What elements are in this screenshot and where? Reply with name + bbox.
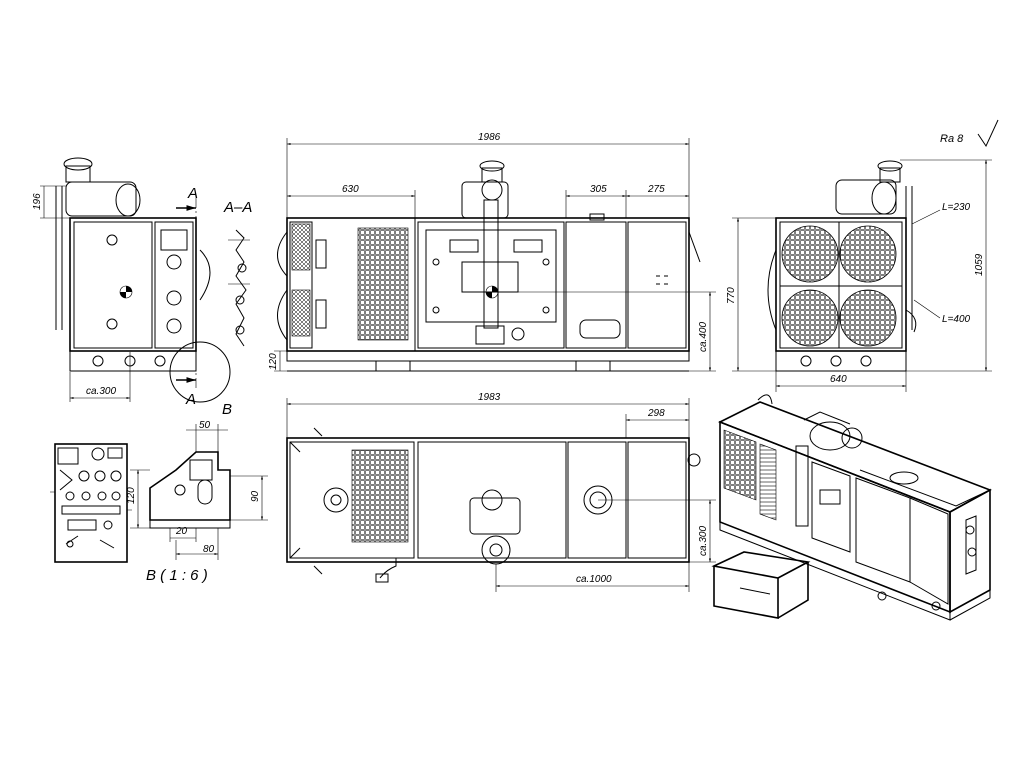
left-end-view: A A B 196 ca.300 <box>32 157 232 418</box>
dim-right-640: 640 <box>830 374 847 385</box>
top-view: 1983 298 ca.300 ca.1000 <box>286 392 716 592</box>
dim-right-l400: L=400 <box>942 314 971 325</box>
dim-right-1059: 1059 <box>974 253 985 276</box>
dim-front-630: 630 <box>342 184 359 195</box>
dim-front-ca400: ca.400 <box>698 322 709 352</box>
dim-det-20: 20 <box>175 526 188 537</box>
roughness-symbol: Ra 8 <box>940 119 999 148</box>
dim-right-l230: L=230 <box>942 202 971 213</box>
front-view: 1986 630 305 275 120 ca.400 <box>268 132 716 372</box>
dim-front-120: 120 <box>268 353 279 370</box>
dim-det-80: 80 <box>203 544 215 555</box>
dim-top-ca300: ca.300 <box>698 526 709 556</box>
section-a-a: A–A <box>223 199 252 347</box>
section-label: A–A <box>223 199 252 216</box>
detail-b: 50 120 90 20 80 B ( 1 : 6 ) <box>126 420 268 584</box>
dim-front-1986: 1986 <box>478 132 501 143</box>
dim-front-275: 275 <box>647 184 665 195</box>
dim-top-298: 298 <box>647 408 665 419</box>
roughness-label: Ra 8 <box>940 133 964 145</box>
isometric-view <box>711 394 992 621</box>
detail-label: B ( 1 : 6 ) <box>146 567 208 584</box>
dim-left-ca300: ca.300 <box>86 386 116 397</box>
detail-marker: B <box>222 401 232 418</box>
dim-front-305: 305 <box>590 184 607 195</box>
dim-det-120: 120 <box>126 487 137 504</box>
dim-det-90: 90 <box>250 490 261 502</box>
control-panel-view <box>50 443 132 563</box>
dim-top-1983: 1983 <box>478 392 501 403</box>
section-mark-bottom: A <box>185 391 196 408</box>
dim-right-770: 770 <box>726 287 737 304</box>
dim-left-196: 196 <box>32 193 43 210</box>
dim-top-ca1000: ca.1000 <box>576 574 612 585</box>
right-end-view: 770 1059 640 L=230 L=400 <box>726 159 992 392</box>
dim-det-50: 50 <box>199 420 211 431</box>
section-mark-top: A <box>187 185 198 202</box>
